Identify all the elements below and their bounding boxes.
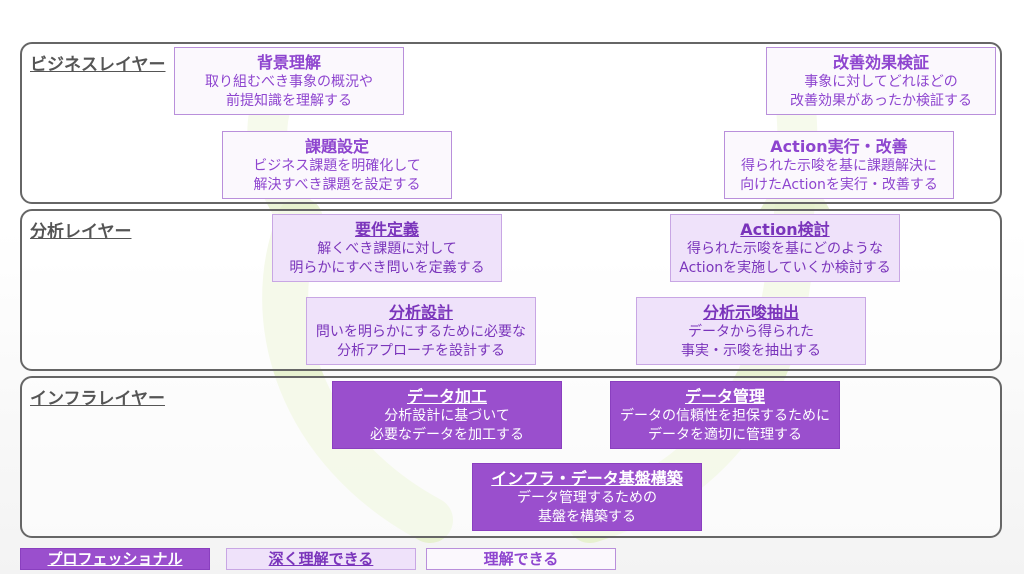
legend-understand: 理解できる: [426, 548, 616, 570]
card-title: データ加工: [406, 386, 487, 406]
card-desc-line1: データから得られた: [688, 323, 814, 340]
card-title: 改善効果検証: [832, 52, 929, 72]
card-title: 分析示唆抽出: [702, 302, 799, 322]
card-desc-line1: 得られた示唆を基に課題解決に: [741, 157, 937, 174]
business-layer-label: ビジネスレイヤー: [30, 55, 166, 75]
legend-deep-label: 深く理解できる: [268, 550, 374, 568]
legend-pro-label: プロフェッショナル: [47, 550, 183, 568]
card-desc-line1: データの信頼性を担保するために: [620, 407, 830, 424]
card-title: 課題設定: [304, 136, 369, 156]
card-desc-line2: 明らかにすべき問いを定義する: [289, 259, 485, 276]
card-desc-line2: データを適切に管理する: [648, 426, 802, 443]
card-data-kanri: データ管理 データの信頼性を担保するために データを適切に管理する: [610, 381, 840, 449]
card-bunseki-sekkei: 分析設計 問いを明らかにするために必要な 分析アプローチを設計する: [306, 297, 536, 365]
card-desc-line2: Actionを実施していくか検討する: [679, 259, 891, 276]
card-title: データ管理: [684, 386, 765, 406]
card-desc-line2: 改善効果があったか検証する: [790, 92, 972, 109]
card-title: Action実行・改善: [770, 136, 908, 156]
card-desc-line2: 前提知識を理解する: [226, 92, 352, 109]
card-desc-line2: 基盤を構築する: [538, 508, 636, 525]
card-desc-line2: 必要なデータを加工する: [370, 426, 524, 443]
card-desc-line1: 問いを明らかにするために必要な: [315, 323, 527, 340]
infra-layer-label: インフラレイヤー: [30, 389, 165, 409]
legend-understand-label: 理解できる: [483, 550, 559, 568]
card-infra-data-kiban-kochiku: インフラ・データ基盤構築 データ管理するための 基盤を構築する: [472, 463, 702, 531]
card-data-kako: データ加工 分析設計に基づいて 必要なデータを加工する: [332, 381, 562, 449]
card-desc-line1: データ管理するための: [517, 489, 657, 506]
card-desc-line1: 分析設計に基づいて: [384, 407, 510, 424]
card-title: インフラ・データ基盤構築: [491, 468, 683, 488]
card-action-kento: Action検討 得られた示唆を基にどのような Actionを実施していくか検討…: [670, 214, 900, 282]
card-title: 分析設計: [388, 302, 453, 322]
card-desc-line2: 解決すべき課題を設定する: [253, 176, 421, 193]
analysis-layer-label: 分析レイヤー: [30, 222, 132, 242]
card-desc-line1: 解くべき課題に対して: [317, 240, 457, 257]
legend-deep: 深く理解できる: [226, 548, 416, 570]
card-desc-line2: 分析アプローチを設計する: [337, 342, 505, 359]
card-desc-line2: 事実・示唆を抽出する: [681, 342, 821, 359]
card-action-jikko-kaizen: Action実行・改善 得られた示唆を基に課題解決に 向けたActionを実行・…: [724, 131, 954, 199]
legend-pro: プロフェッショナル: [20, 548, 210, 570]
card-haikei-rikai: 背景理解 取り組むべき事象の概況や 前提知識を理解する: [174, 47, 404, 115]
card-title: 背景理解: [256, 52, 321, 72]
card-desc-line1: 事象に対してどれほどの: [804, 73, 958, 90]
card-kaizen-koka-kensho: 改善効果検証 事象に対してどれほどの 改善効果があったか検証する: [766, 47, 996, 115]
card-title: Action検討: [740, 219, 830, 239]
card-kadai-settei: 課題設定 ビジネス課題を明確化して 解決すべき課題を設定する: [222, 131, 452, 199]
card-desc-line1: 得られた示唆を基にどのような: [687, 240, 883, 257]
card-desc-line1: ビジネス課題を明確化して: [253, 157, 421, 174]
card-title: 要件定義: [354, 219, 419, 239]
card-yoken-teigi: 要件定義 解くべき課題に対して 明らかにすべき問いを定義する: [272, 214, 502, 282]
card-desc-line2: 向けたActionを実行・改善する: [740, 176, 938, 193]
card-bunseki-shisa-chushutsu: 分析示唆抽出 データから得られた 事実・示唆を抽出する: [636, 297, 866, 365]
card-desc-line1: 取り組むべき事象の概況や: [205, 73, 373, 90]
